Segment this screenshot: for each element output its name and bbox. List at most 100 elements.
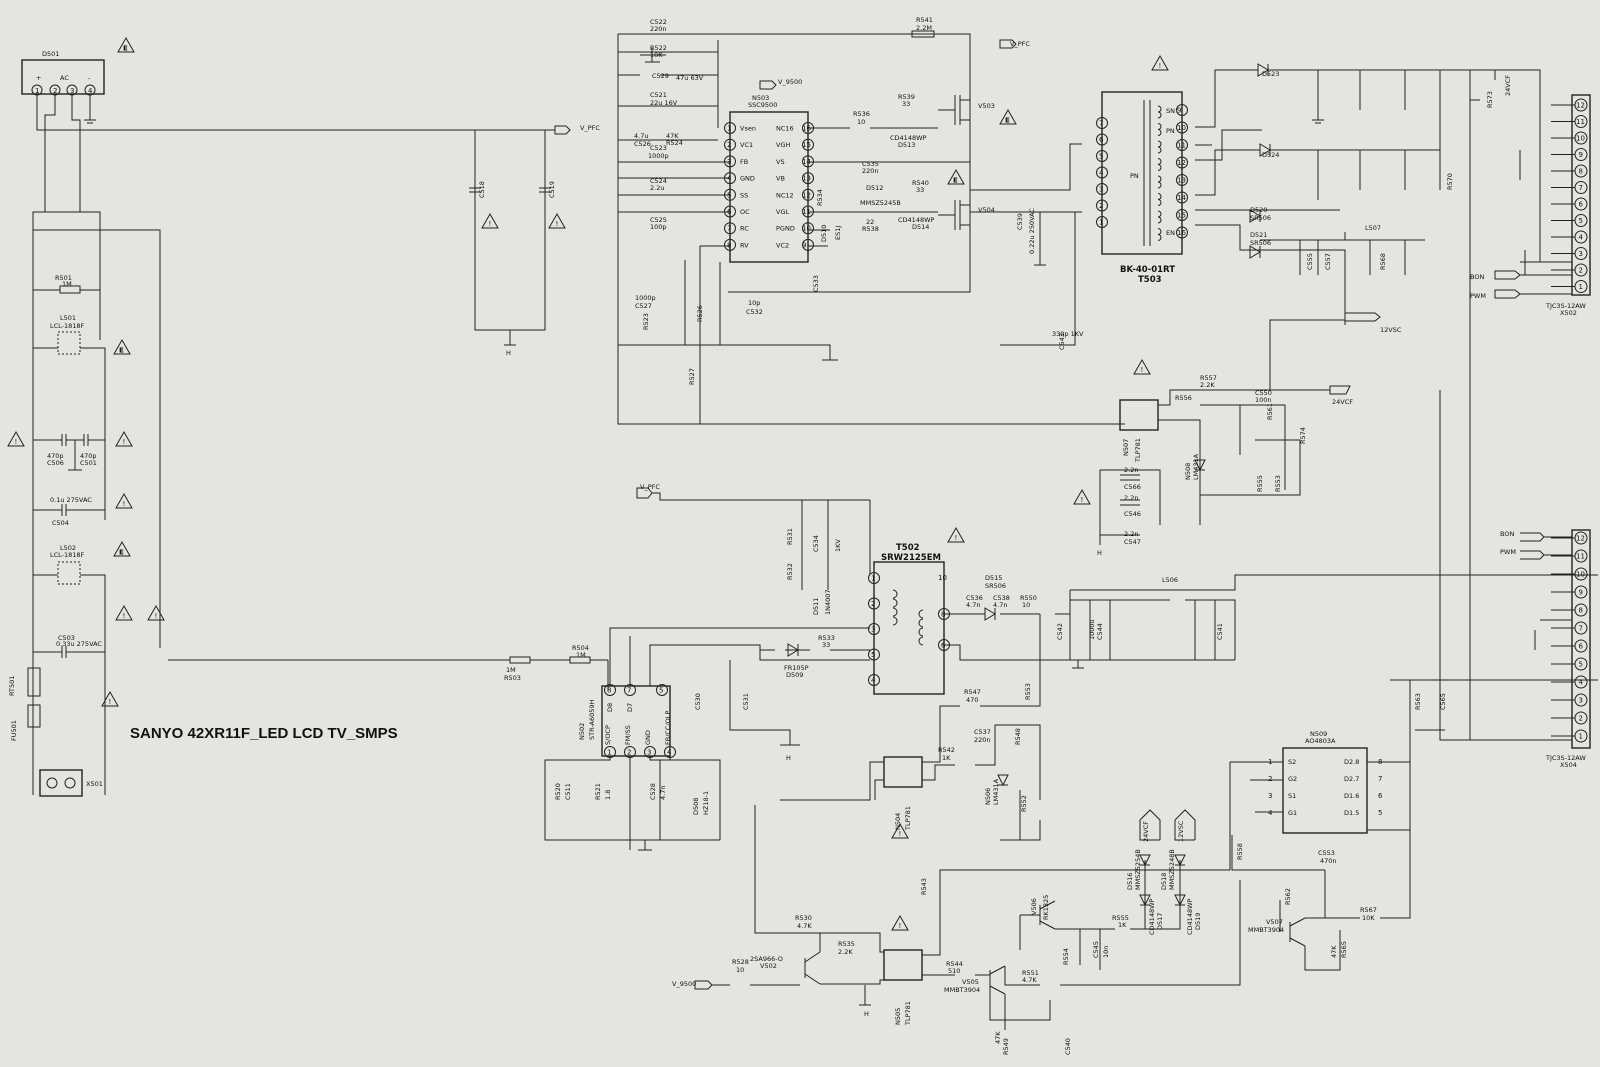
svg-text:2: 2: [53, 87, 57, 95]
svg-text:22: 22: [866, 218, 874, 226]
transistor-v505: V505 MMBT3904: [944, 965, 1006, 995]
svg-text:D1.5: D1.5: [1344, 809, 1359, 817]
svg-text:4.7n: 4.7n: [993, 601, 1007, 609]
c503: C503 0.33u 275VAC: [33, 634, 105, 658]
svg-text:13: 13: [1177, 177, 1186, 185]
t503-pin-3: [1096, 183, 1108, 195]
svg-text:100n: 100n: [1255, 396, 1272, 404]
svg-text:R540: R540: [912, 179, 929, 187]
n503-pin-label: NC12: [776, 191, 794, 199]
svg-text:C531: C531: [742, 693, 750, 710]
svg-text:R528: R528: [732, 958, 749, 966]
svg-text:12: 12: [802, 191, 811, 199]
svg-text:!: !: [1081, 496, 1084, 504]
net-24vcf-sense: 24VCF: [1139, 809, 1161, 842]
svg-text:N509: N509: [1310, 730, 1327, 738]
svg-text:C532: C532: [746, 308, 763, 316]
svg-text:12: 12: [1576, 535, 1585, 543]
svg-text:C527: C527: [635, 302, 652, 310]
svg-text:3: 3: [1579, 697, 1583, 705]
t503-pin-5: [1096, 150, 1108, 162]
svg-text:220n: 220n: [974, 736, 991, 744]
svg-text:R543: R543: [920, 878, 928, 895]
t502-pin-2: [868, 597, 880, 610]
svg-text:7: 7: [627, 687, 631, 695]
n503-pin-label: OC: [740, 208, 750, 216]
n503-pin-8: [724, 238, 736, 251]
svg-text:V507: V507: [1266, 918, 1283, 926]
svg-text:FM/SS: FM/SS: [624, 725, 632, 745]
svg-text:C545: C545: [1092, 941, 1100, 958]
svg-text:R536: R536: [853, 110, 870, 118]
svg-text:C519: C519: [548, 181, 556, 198]
svg-text:N507: N507: [1122, 439, 1130, 456]
svg-text:D516: D516: [1126, 873, 1134, 890]
svg-text:220n: 220n: [650, 25, 667, 33]
svg-text:C534: C534: [812, 535, 820, 552]
svg-text:D1.6: D1.6: [1344, 792, 1359, 800]
svg-text:R539: R539: [898, 93, 915, 101]
net-12vsc: 12VSC: [1344, 312, 1402, 334]
svg-text:T503: T503: [1138, 275, 1162, 285]
svg-text:AC: AC: [60, 74, 69, 82]
n503-pin-1: [724, 122, 736, 134]
svg-text:2: 2: [1579, 715, 1583, 723]
svg-text:!: !: [123, 500, 126, 508]
n503-pin-3: [724, 155, 736, 168]
svg-text:TJC3S-12AW: TJC3S-12AW: [1545, 302, 1586, 310]
svg-text:R521: R521: [594, 783, 602, 800]
svg-text:2.2M: 2.2M: [916, 24, 932, 32]
svg-text:470: 470: [966, 696, 978, 704]
svg-text:7: 7: [1579, 625, 1583, 633]
svg-text:11: 11: [1576, 553, 1585, 561]
svg-text:C525: C525: [650, 216, 667, 224]
svg-text:C543: C543: [1058, 333, 1066, 350]
svg-text:R567: R567: [1360, 906, 1377, 914]
svg-text:C526: C526: [634, 140, 651, 148]
svg-text:AO4803A: AO4803A: [1305, 737, 1336, 745]
svg-text:CD4148WP: CD4148WP: [890, 134, 927, 142]
svg-text:2: 2: [871, 600, 875, 608]
svg-text:D511: D511: [812, 598, 820, 615]
svg-text:X502: X502: [1560, 309, 1577, 317]
svg-text:12: 12: [1177, 159, 1186, 167]
net-v-pfc-right: V_PFC: [999, 39, 1030, 49]
svg-text:15: 15: [802, 141, 811, 149]
t503-pin-16: [1176, 226, 1188, 239]
svg-text:-: -: [88, 74, 91, 82]
svg-text:L501: L501: [60, 314, 76, 322]
svg-text:MMBT3904: MMBT3904: [1248, 926, 1284, 934]
svg-text:R554: R554: [1062, 948, 1070, 965]
svg-text:C530: C530: [694, 693, 702, 710]
t503-pin-10: [1176, 121, 1188, 134]
svg-text:H: H: [864, 1010, 869, 1018]
svg-text:!: !: [556, 220, 559, 228]
svg-text:470n: 470n: [1320, 857, 1337, 865]
svg-text:10: 10: [1576, 135, 1585, 143]
svg-text:CD4148WP: CD4148WP: [1148, 898, 1156, 935]
zener-d516-d518: D516 MMSZ5254B D518 MMSZ5248B: [1126, 849, 1186, 890]
n503-pin-label: VS: [776, 158, 785, 166]
svg-text:C535: C535: [862, 160, 879, 168]
svg-text:4.7K: 4.7K: [797, 922, 812, 930]
svg-text:N505: N505: [894, 1008, 902, 1025]
svg-text:5: 5: [659, 687, 663, 695]
svg-text:R504: R504: [572, 644, 589, 652]
t503-pin-15: [1176, 209, 1188, 221]
svg-text:7: 7: [727, 225, 731, 233]
n503-pin-13: [802, 172, 814, 185]
svg-text:MMSZ5248B: MMSZ5248B: [1168, 849, 1176, 890]
svg-text:10: 10: [857, 118, 865, 126]
svg-text:L506: L506: [1162, 576, 1178, 584]
n503-pin-label: VB: [776, 175, 785, 183]
svg-text:4: 4: [667, 749, 672, 757]
svg-text:TLP781: TLP781: [1134, 438, 1142, 463]
svg-text:C540: C540: [1064, 1038, 1072, 1055]
svg-text:CD4148WP: CD4148WP: [1186, 898, 1194, 935]
svg-text:2.2u: 2.2u: [650, 184, 664, 192]
svg-text:C503: C503: [58, 634, 75, 642]
svg-text:2: 2: [627, 749, 631, 757]
svg-text:10: 10: [1177, 124, 1186, 132]
svg-text:R555: R555: [1256, 475, 1264, 492]
